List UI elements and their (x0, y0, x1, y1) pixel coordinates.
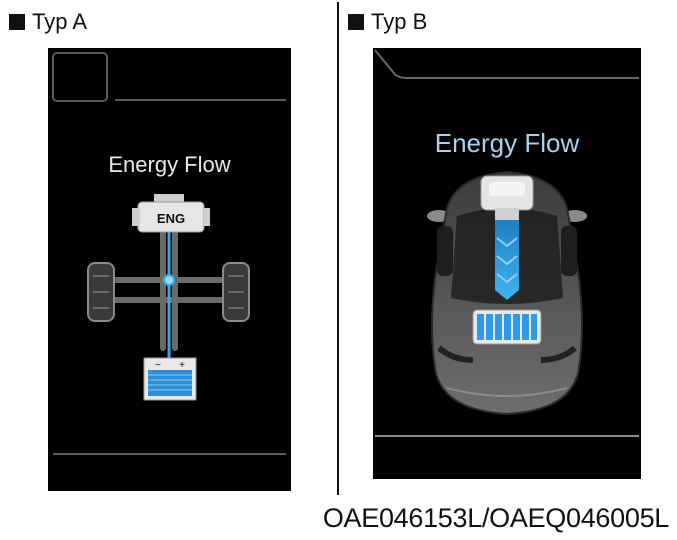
wheel-right-icon (222, 262, 250, 322)
flow-junction-dot (163, 274, 175, 286)
column-divider (337, 2, 339, 495)
energy-flow-title: Energy Flow (434, 128, 580, 158)
type-b-text: Typ B (371, 9, 428, 34)
energy-flow-screen-b: Energy Flow (373, 48, 641, 479)
energy-flow-screen-a: ENG − + Energy Flow (48, 48, 291, 491)
engine-icon (480, 175, 534, 220)
square-bullet-icon (9, 14, 25, 30)
battery-icon: − + (143, 357, 197, 401)
engine-icon: ENG (132, 194, 210, 233)
battery-icon (472, 309, 542, 345)
battery-minus: − (155, 360, 161, 371)
figure-code: OAE046153L/OAEQ046005L (322, 503, 669, 533)
engine-label: ENG (157, 211, 185, 226)
corner-frame (52, 52, 108, 102)
battery-plus: + (179, 360, 185, 371)
type-a-text: Typ A (32, 9, 88, 34)
type-a-label: Typ A (9, 9, 87, 35)
energy-flow-title: Energy Flow (108, 152, 231, 177)
square-bullet-icon (348, 14, 364, 30)
wheel-left-icon (87, 262, 115, 322)
type-b-label: Typ B (348, 9, 427, 35)
energy-flow-diagram-a: ENG − + (52, 52, 286, 455)
energy-flow-diagram-b (374, 49, 639, 437)
energy-flow-arrow (495, 220, 519, 300)
top-frame-line (374, 49, 639, 79)
